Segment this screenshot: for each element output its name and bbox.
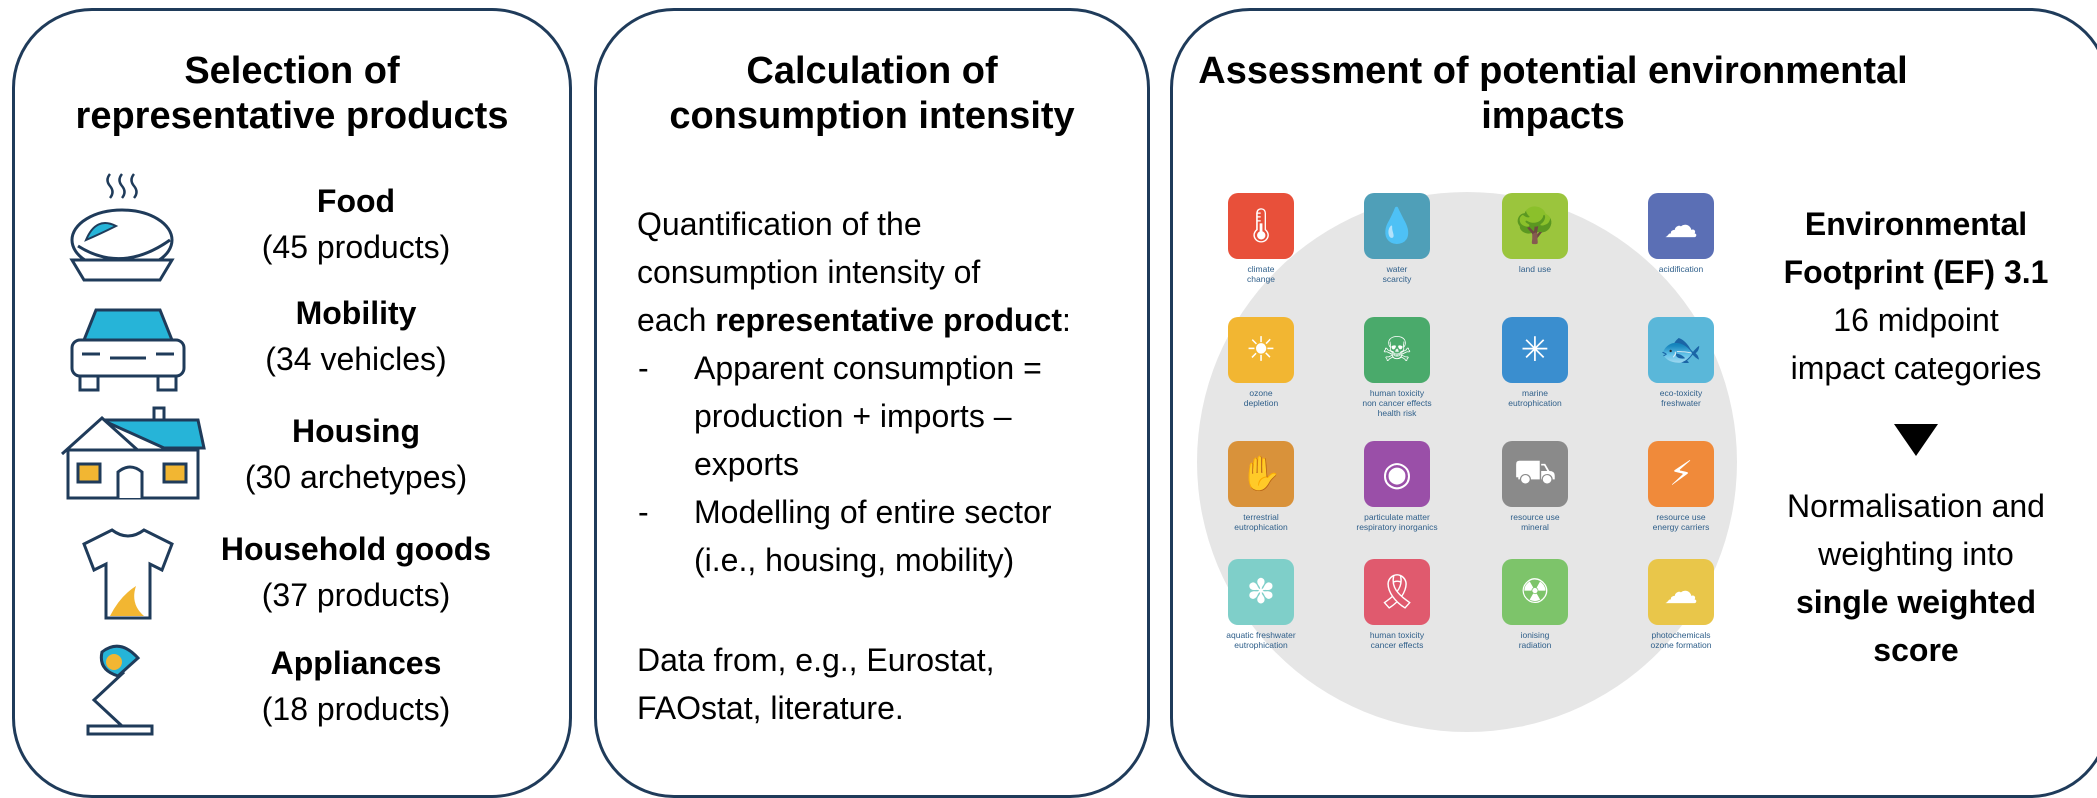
- category-count-food: (45 products): [261, 229, 451, 265]
- category-count-housing: (30 archetypes): [244, 459, 468, 495]
- impact-tile-1: 💧: [1364, 193, 1430, 259]
- impact-tile-0: 🌡: [1228, 193, 1294, 259]
- category-name-housing: Housing: [292, 413, 420, 449]
- thermometer-icon: 🌡: [1239, 206, 1283, 246]
- water-plant-icon: ✽: [1246, 572, 1276, 612]
- skull-crossbones-icon: ☠: [1381, 330, 1413, 370]
- category-name-food: Food: [316, 183, 396, 219]
- acid-rain-cloud-icon: ☁: [1664, 206, 1698, 246]
- impact-tile-3: ☁: [1648, 193, 1714, 259]
- impact-tile-11: ⚡: [1648, 441, 1714, 507]
- bullet-apparent-consumption: Apparent consumption = production + impo…: [694, 350, 1042, 482]
- impact-tile-15: ☁: [1648, 559, 1714, 625]
- tree-stump-icon: 🌳: [1513, 206, 1557, 246]
- sun-icon: ☀: [1245, 330, 1277, 370]
- impact-tile-5: ☠: [1364, 317, 1430, 383]
- dump-truck-icon: ⛟: [1513, 451, 1557, 492]
- impact-tile-4: ☀: [1228, 317, 1294, 383]
- seaweed-icon: ✳: [1520, 330, 1550, 370]
- data-sources-text: Data from, e.g., Eurostat, FAOstat, lite…: [637, 642, 995, 726]
- bullet-sector-modelling: Modelling of entire sector (i.e., housin…: [694, 494, 1052, 578]
- down-arrow-icon: [1894, 424, 1938, 456]
- panel-title: Selection of representative products: [75, 50, 509, 137]
- impact-tile-2: 🌳: [1502, 193, 1568, 259]
- impact-tile-7: 🐟: [1648, 317, 1714, 383]
- desk-lamp-icon: [86, 644, 154, 736]
- ribbon-icon: 🎗: [1375, 572, 1419, 612]
- impact-tile-8: ✋: [1228, 441, 1294, 507]
- radiation-icon: ☢: [1519, 572, 1551, 612]
- car-icon: [70, 308, 186, 392]
- bullet-marker: -: [638, 494, 649, 530]
- impact-tile-12: ✽: [1228, 559, 1294, 625]
- house-icon: [60, 406, 206, 500]
- category-name-household-goods: Household goods: [220, 531, 492, 567]
- tshirt-icon: [82, 528, 174, 620]
- bullet-marker: -: [638, 350, 649, 386]
- impact-tile-14: ☢: [1502, 559, 1568, 625]
- lightning-icon: ⚡: [1669, 454, 1693, 494]
- food-bowl-icon: [69, 173, 175, 282]
- panel-title: Assessment of potential environmental im…: [1198, 50, 1908, 137]
- impact-label-3: acidification: [1658, 264, 1704, 274]
- particle-icon: ◉: [1382, 454, 1412, 494]
- impact-tile-10: ⛟: [1502, 441, 1568, 507]
- normalisation-text: Normalisation and weighting into single …: [1787, 488, 2045, 668]
- ef-method-text: Environmental Footprint (EF) 3.1 16 midp…: [1783, 206, 2049, 386]
- panel-title: Calculation of consumption intensity: [669, 50, 1075, 137]
- impact-label-2: land use: [1518, 264, 1552, 274]
- fish-icon: 🐟: [1659, 330, 1703, 370]
- fertilizer-hand-icon: ✋: [1239, 454, 1283, 494]
- impact-tile-6: ✳: [1502, 317, 1568, 383]
- water-drop-icon: 💧: [1375, 206, 1419, 246]
- consumption-intensity-panel: Calculation of consumption intensity: [594, 8, 1150, 798]
- category-name-mobility: Mobility: [295, 295, 417, 331]
- smog-cloud-icon: ☁: [1664, 572, 1698, 612]
- quantification-text: Quantification of the consumption intens…: [637, 206, 1071, 338]
- impact-tile-13: 🎗: [1364, 559, 1430, 625]
- impact-tile-9: ◉: [1364, 441, 1430, 507]
- category-count-mobility: (34 vehicles): [265, 341, 447, 377]
- category-count-appliances: (18 products): [261, 691, 451, 727]
- category-name-appliances: Appliances: [270, 645, 442, 681]
- category-count-household-goods: (37 products): [261, 577, 451, 613]
